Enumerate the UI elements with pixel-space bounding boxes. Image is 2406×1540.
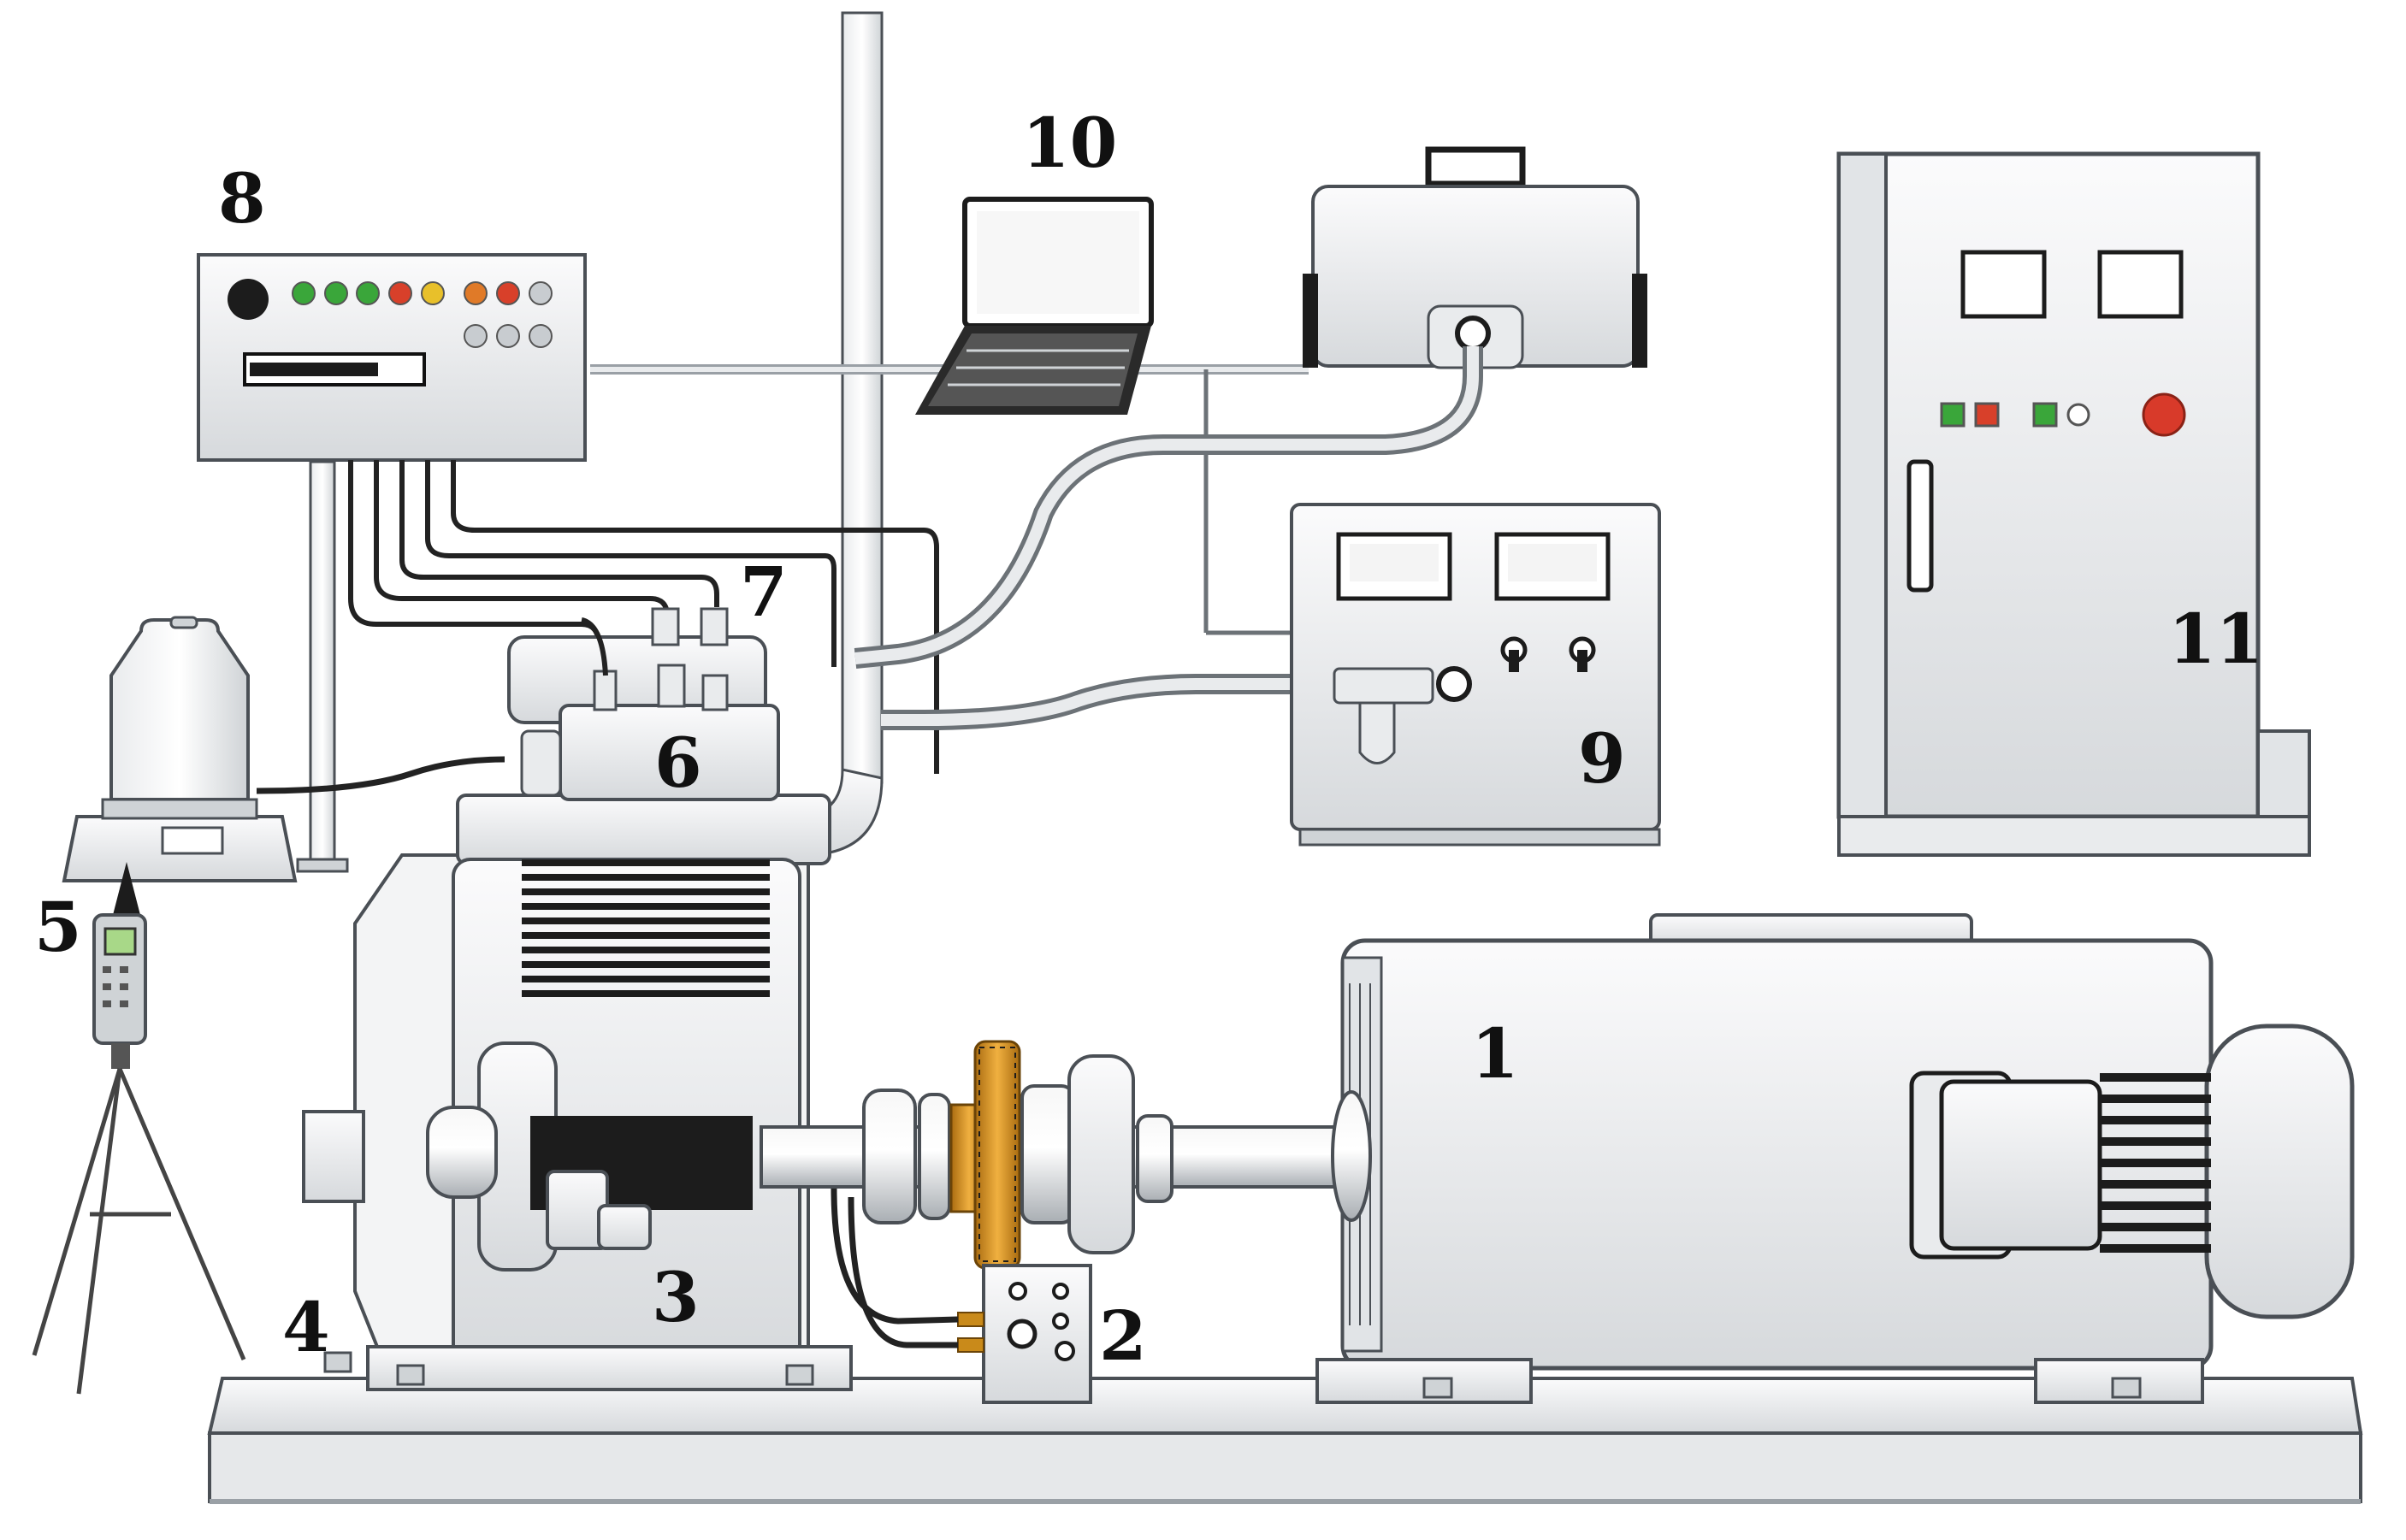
label-8: 8 <box>218 158 266 239</box>
emergency-stop-icon <box>2142 392 2186 437</box>
component-labels: 1 2 3 4 5 6 7 8 9 10 11 <box>34 103 2263 1376</box>
hose-lower <box>881 674 1334 730</box>
control-panel <box>197 253 587 462</box>
label-6: 6 <box>654 723 702 803</box>
drive-motor <box>1315 913 2355 1404</box>
sound-level-meter <box>32 862 246 1395</box>
label-5: 5 <box>34 887 82 967</box>
laptop <box>915 197 1154 415</box>
base-plate <box>207 1377 2363 1504</box>
portable-unit <box>1303 146 1647 369</box>
label-3: 3 <box>652 1257 700 1337</box>
panel-stand <box>296 460 349 873</box>
power-supply <box>1290 503 1661 847</box>
shaft-coupling <box>760 1040 1345 1270</box>
label-10: 10 <box>1022 103 1117 183</box>
label-4: 4 <box>282 1287 330 1367</box>
label-1: 1 <box>1471 1013 1519 1094</box>
hose-upper <box>854 346 1483 669</box>
test-machine <box>302 794 853 1391</box>
label-2: 2 <box>1099 1295 1147 1376</box>
control-cabinet <box>1836 151 2311 857</box>
label-9: 9 <box>1578 718 1626 799</box>
label-7: 7 <box>740 552 788 632</box>
scale-with-beaker <box>62 616 505 882</box>
torque-flange <box>973 1040 1021 1270</box>
label-11: 11 <box>2168 599 2263 679</box>
sensor-housing <box>507 607 780 801</box>
panel-knob-icon <box>228 279 269 320</box>
torque-sensor <box>831 1188 1092 1404</box>
